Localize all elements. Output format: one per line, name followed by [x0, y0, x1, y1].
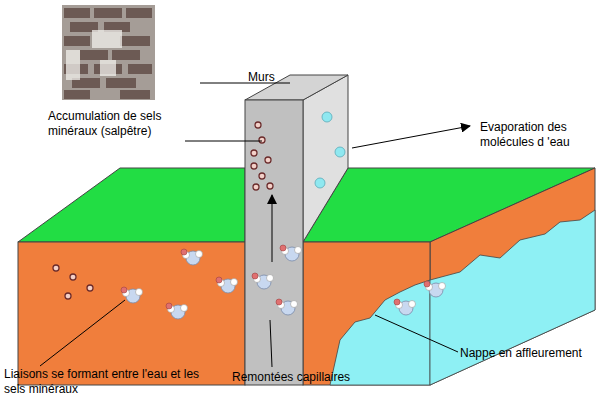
vapor-molecules — [315, 112, 345, 188]
leader-line — [185, 141, 262, 142]
salt-particles — [53, 122, 273, 299]
leader-arrow — [352, 126, 470, 148]
ground-surface — [18, 168, 245, 242]
water-table-label: Nappe en affleurement — [460, 346, 598, 361]
salt-label: Accumulation de sels minéraux (salpêtre) — [48, 109, 188, 139]
soil-block — [303, 242, 430, 385]
wall-face — [245, 100, 303, 385]
soil-block — [18, 242, 245, 385]
leader-line — [40, 300, 125, 366]
capillary-label: Remontées capillaires — [232, 370, 392, 385]
leader-line — [375, 315, 458, 352]
bond-label: Liaisons se formant entre l'eau et les s… — [4, 367, 214, 397]
wall-side — [303, 75, 348, 242]
evaporation-label: Evaporation des molécules d 'eau — [480, 120, 598, 150]
leader-line — [270, 320, 272, 367]
water-molecules — [121, 245, 446, 319]
leader-line — [200, 83, 290, 84]
wall-label: Murs — [248, 70, 308, 85]
capillary-arrow — [272, 195, 273, 262]
brick-photo — [62, 5, 155, 100]
